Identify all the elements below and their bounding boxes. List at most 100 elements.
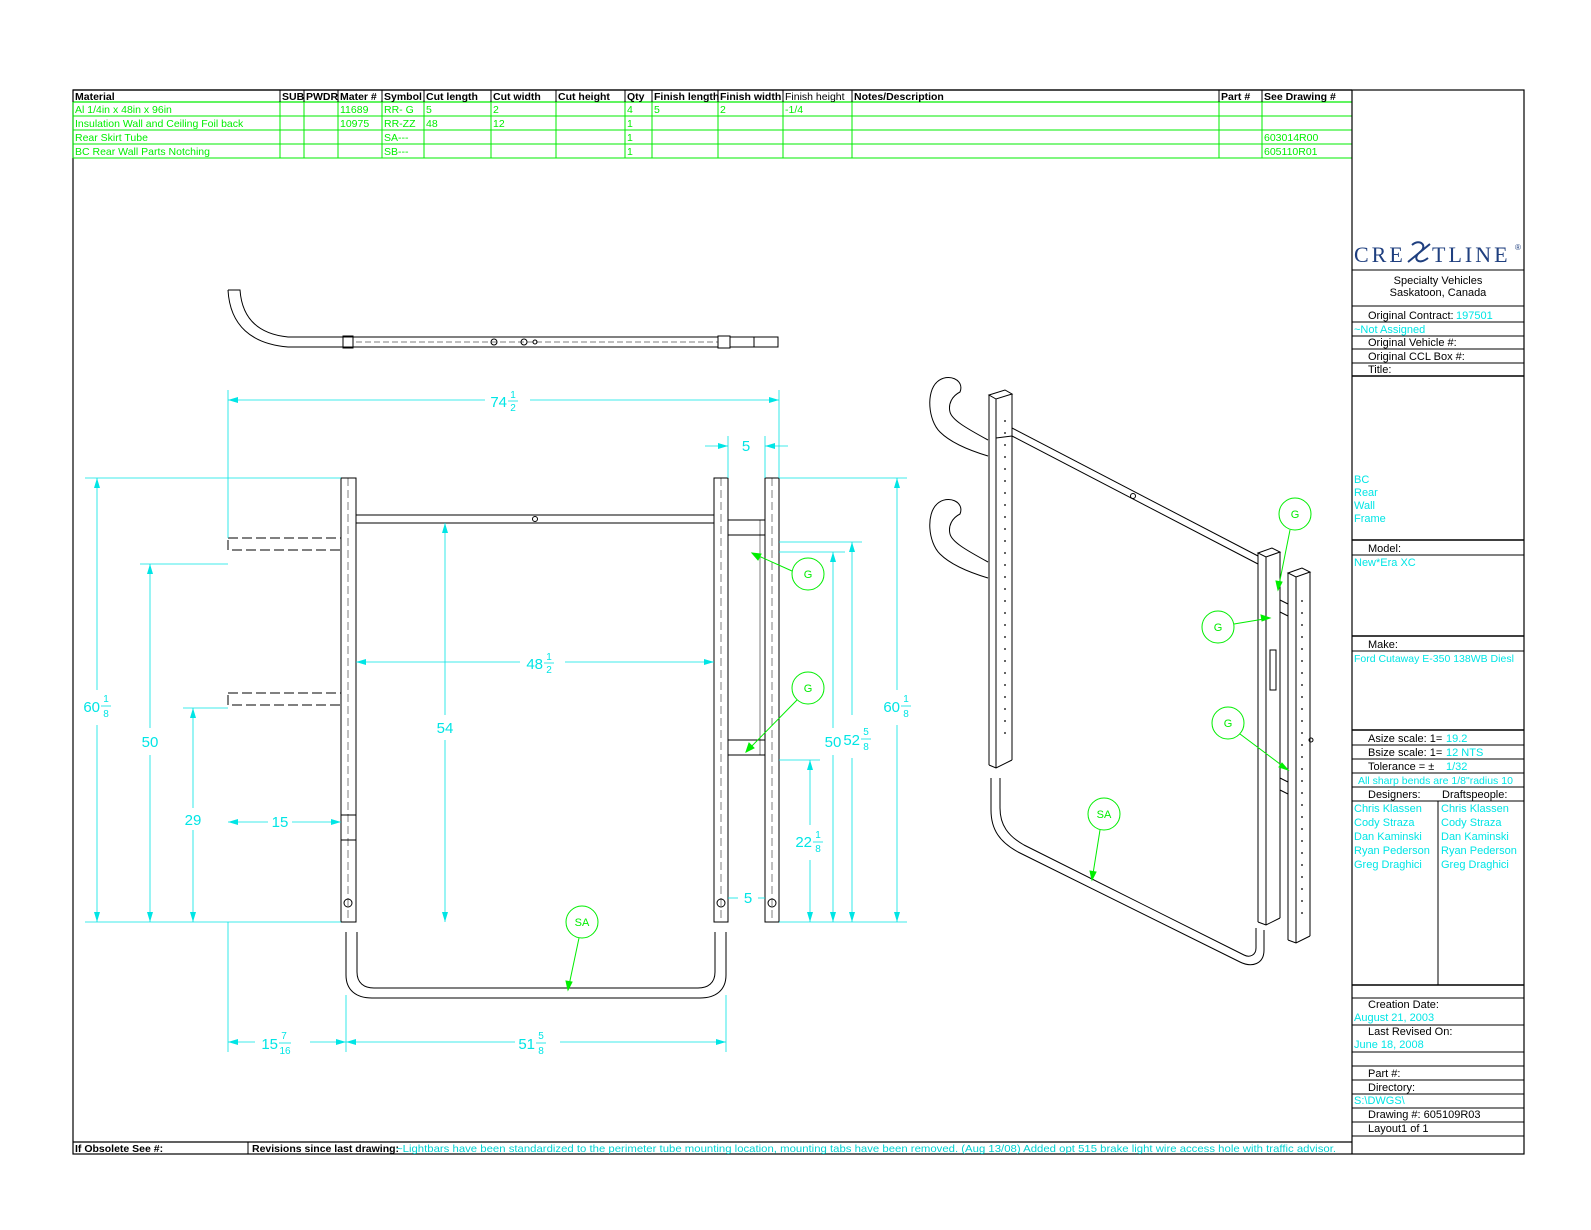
title-block: CRE TLINE ® Specialty Vehicles Saskatoon…: [1351, 90, 1524, 1154]
bom-cell: Al 1/4in x 48in x 96in: [75, 104, 172, 116]
callout-g-2: G: [804, 683, 813, 695]
bom-header-cell: Cut width: [493, 91, 541, 103]
not-assigned-text: ~Not Assigned: [1354, 324, 1425, 336]
isometric-view: [929, 377, 1314, 966]
dim-52: 52: [843, 732, 860, 749]
revisions-label: Revisions since last drawing:: [252, 1143, 399, 1155]
designer-1: Chris Klassen: [1354, 803, 1422, 815]
dim-60-right-num: 1: [903, 694, 909, 705]
sharp-bends-note: All sharp bends are 1/8"radius 10: [1358, 775, 1513, 787]
logo-swirl-icon: [1407, 241, 1431, 263]
bom-cell: 5: [654, 104, 660, 116]
bom-header-cell: Cut length: [426, 91, 478, 103]
dim-74-den: 2: [510, 403, 516, 414]
bom-header-cell: Material: [75, 91, 115, 103]
dim-15-bottom: 15: [261, 1036, 278, 1053]
bom-cell: RR- G: [384, 104, 414, 116]
dim-29: 29: [185, 812, 202, 829]
designers-label: Designers:: [1368, 789, 1421, 801]
dim-60-left-den: 8: [103, 709, 109, 720]
bom-header-cell: Finish height: [785, 91, 845, 103]
draftsperson-3: Dan Kaminski: [1441, 831, 1509, 843]
callout-sa-2: SA: [1097, 809, 1112, 821]
draftspeople-label: Draftspeople:: [1442, 789, 1507, 801]
asize-value: 19.2: [1446, 733, 1467, 745]
bom-cell: 11689: [340, 104, 369, 116]
company-line-2: Saskatoon, Canada: [1390, 287, 1488, 299]
make-label: Make:: [1368, 639, 1398, 651]
make-value: Ford Cutaway E-350 138WB Diesl: [1354, 653, 1514, 665]
bsize-label: Bsize scale: 1=: [1368, 747, 1442, 759]
upper-tab: [227, 537, 342, 551]
bom-header-cell: Symbol: [384, 91, 422, 103]
tolerance-value: 1/32: [1446, 761, 1467, 773]
designer-5: Greg Draghici: [1354, 859, 1422, 871]
asize-label: Asize scale: 1=: [1368, 733, 1442, 745]
top-view: [227, 289, 779, 349]
dimensions: [85, 390, 907, 1052]
draftsperson-1: Chris Klassen: [1441, 803, 1509, 815]
bom-cell: 5: [426, 104, 432, 116]
dim-54: 54: [437, 720, 454, 737]
dim-60-left: 60: [83, 699, 100, 716]
dim-15: 15: [272, 814, 289, 831]
dim-48-den: 2: [546, 665, 552, 676]
bom-header-cell: PWDR: [306, 91, 338, 103]
dimension-arrows: [94, 397, 900, 1045]
logo-right-text: TLINE: [1432, 242, 1511, 267]
dim-5-bottom: 5: [744, 890, 752, 907]
original-ccl-label: Original CCL Box #:: [1368, 351, 1465, 363]
dim-48-num: 1: [546, 652, 552, 663]
dim-60-left-num: 1: [103, 694, 109, 705]
bom-cell: 10975: [340, 118, 369, 130]
bom-cell: SB---: [384, 146, 409, 158]
original-contract-value: 197501: [1456, 310, 1493, 322]
dim-48: 48: [526, 656, 543, 673]
logo-left-text: CRE: [1354, 242, 1406, 267]
bom-cell: 12: [493, 118, 505, 130]
dim-74-num: 1: [510, 390, 516, 401]
callout-g-5: G: [1224, 718, 1233, 730]
dimension-labels: 74 1 2 5 48 1 2 60 1 8 50 29 15 54 50 52…: [83, 390, 911, 1057]
callout-g-4: G: [1214, 622, 1223, 634]
dim-60-right: 60: [883, 699, 900, 716]
company-line-1: Specialty Vehicles: [1394, 275, 1483, 287]
layout-label: Layout1 of 1: [1368, 1123, 1429, 1135]
front-callouts: G G SA: [565, 552, 825, 992]
callout-g-3: G: [1291, 509, 1300, 521]
draftsperson-2: Cody Straza: [1441, 817, 1502, 829]
bsize-value: 12 NTS: [1446, 747, 1483, 759]
creation-date-label: Creation Date:: [1368, 999, 1439, 1011]
dim-50-right: 50: [825, 734, 842, 751]
revisions-text: ~Lightbars have been standardized to the…: [396, 1143, 1336, 1155]
crestline-logo: CRE TLINE ®: [1354, 241, 1521, 267]
dim-22-den: 8: [815, 844, 821, 855]
sheet-border: [72, 89, 1525, 1155]
draftsperson-5: Greg Draghici: [1441, 859, 1509, 871]
iso-callouts: G G G SA: [1087, 497, 1312, 882]
bom-cell: -1/4: [785, 104, 803, 116]
bom-cell: 1: [627, 146, 633, 158]
bom-cell: 1: [627, 118, 633, 130]
left-post: [340, 477, 357, 923]
bom-header-cell: Mater #: [340, 91, 377, 103]
draftsperson-4: Ryan Pederson: [1441, 845, 1517, 857]
logo-registered: ®: [1515, 243, 1521, 252]
bom-cell: 2: [720, 104, 726, 116]
bom-header-cell: Notes/Description: [854, 91, 944, 103]
dim-51-den: 8: [538, 1046, 544, 1057]
bom-cell: RR-ZZ: [384, 118, 416, 130]
bom-header-cell: SUB: [282, 91, 305, 103]
title-line-3: Wall: [1354, 500, 1375, 512]
bom-header-cell: Cut height: [558, 91, 610, 103]
dim-22: 22: [795, 834, 812, 851]
bom-header-cell: Qty: [627, 91, 645, 103]
last-revised-value: June 18, 2008: [1354, 1039, 1424, 1051]
dim-22-num: 1: [815, 830, 821, 841]
dim-52-num: 5: [863, 727, 869, 738]
dim-51-num: 5: [538, 1031, 544, 1042]
bom-header-cell: Part #: [1221, 91, 1250, 103]
bom-header-cell: See Drawing #: [1264, 91, 1336, 103]
footer-strip: If Obsolete See #: Revisions since last …: [73, 1141, 1352, 1155]
